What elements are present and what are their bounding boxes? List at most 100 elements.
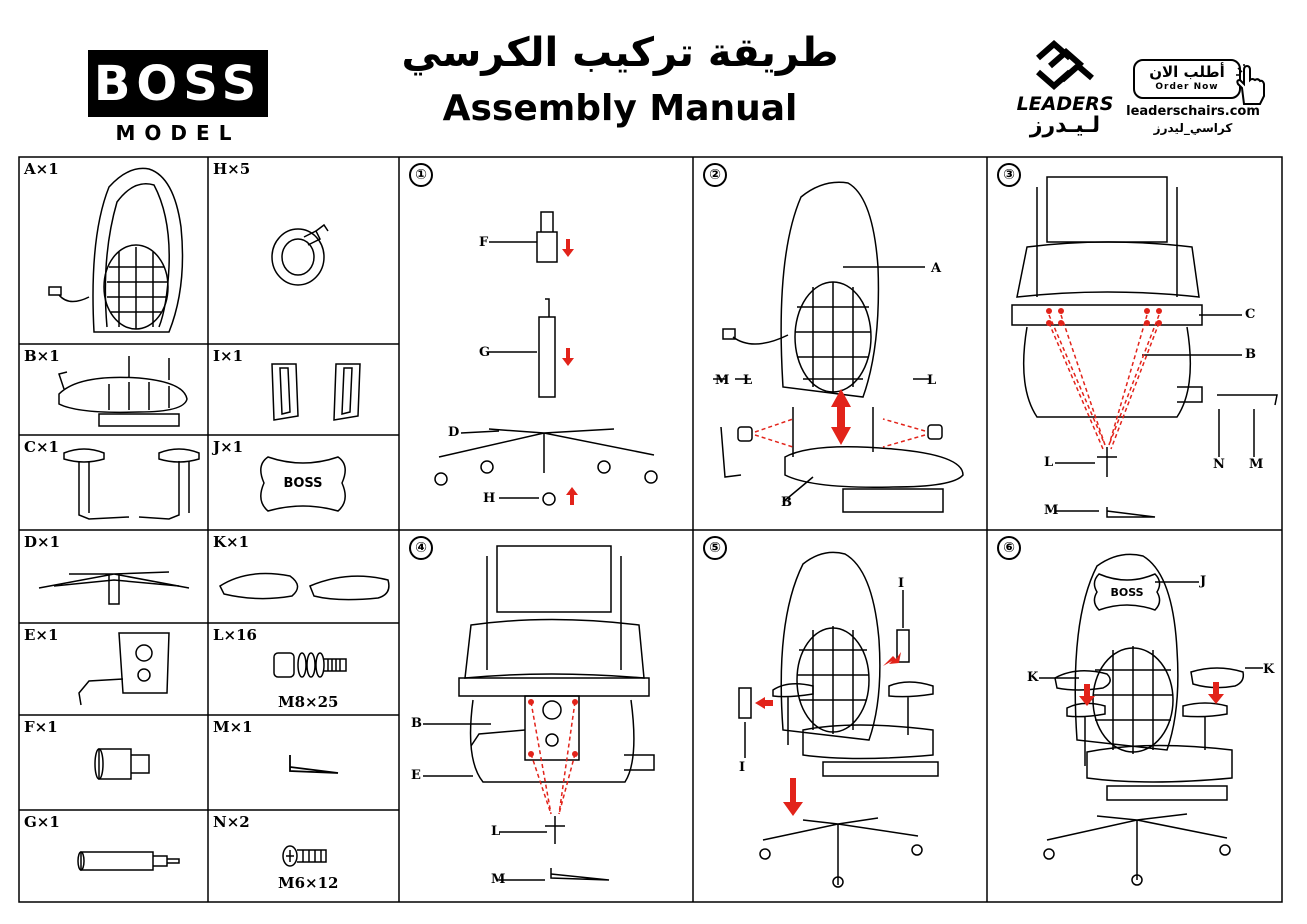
armrest-cover-icon [271, 363, 361, 421]
step-3-callout-m1: M [1249, 457, 1264, 472]
part-a-cell: A×1 [19, 157, 208, 344]
screw-n-size: M6×12 [278, 874, 339, 892]
part-g-cell: G×1 [19, 810, 208, 902]
step-4-illustration [423, 545, 655, 881]
cylinder-cover-icon [94, 748, 150, 780]
website-link[interactable]: leaderschairs.com [1126, 104, 1260, 119]
part-h-cell: H×5 [208, 157, 399, 344]
step-3-callout-n: N [1213, 457, 1225, 472]
caster-wheel-icon [271, 223, 329, 286]
step-1-callout-h: H [483, 491, 496, 506]
step-4-callout-m: M [491, 872, 506, 887]
brand-model: MODEL [115, 121, 241, 145]
part-j-label: J×1 [213, 438, 244, 456]
step-1-panel: ① F G D H [399, 157, 693, 530]
armrest-icon [63, 448, 200, 520]
step-5-panel: ⑤ I I [693, 530, 987, 902]
company-name-arabic: لـيـدرز [1029, 113, 1101, 138]
part-n-cell: N×2 M6×12 [208, 810, 399, 902]
chair-base-icon [38, 571, 190, 605]
part-k-label: K×1 [213, 533, 250, 551]
part-c-cell: C×1 [19, 435, 208, 530]
company-name: LEADERS [1016, 93, 1114, 115]
part-k-cell: K×1 [208, 530, 399, 623]
step-3-panel: ③ C B L N M M [987, 157, 1282, 530]
part-l-cell: L×16 M8×25 [208, 623, 399, 715]
step-4-callout-b: B [411, 716, 422, 731]
step-6-illustration: BOSS [1039, 553, 1263, 886]
part-h-label: H×5 [213, 160, 251, 178]
step-5-callout-i1: I [898, 576, 905, 591]
step-1-callout-f: F [479, 235, 489, 250]
part-j-cell: J×1 BOSS [208, 435, 399, 530]
step-5-number: ⑤ [703, 536, 727, 560]
step-2-panel: ② A M L L B [693, 157, 987, 530]
gas-lift-icon [77, 851, 180, 871]
step-1-callout-g: G [479, 345, 491, 360]
step-1-illustration [434, 211, 658, 506]
pointer-hand-icon [1236, 64, 1265, 105]
part-d-label: D×1 [24, 533, 61, 551]
step-1-number: ① [409, 163, 433, 187]
part-e-cell: E×1 [19, 623, 208, 715]
step-2-number: ② [703, 163, 727, 187]
part-f-label: F×1 [24, 718, 58, 736]
step-5-callout-i2: I [739, 760, 746, 775]
part-i-cell: I×1 [208, 344, 399, 435]
part-n-label: N×2 [213, 813, 250, 831]
step-3-illustration [1011, 176, 1278, 518]
part-m-cell: M×1 [208, 715, 399, 810]
leaders-logo-icon [1036, 40, 1094, 90]
part-g-label: G×1 [24, 813, 60, 831]
website-link-arabic[interactable]: كراسي_ليدرز [1153, 121, 1233, 135]
step-6-callout-j: J [1200, 574, 1207, 589]
bolt-l-size: M8×25 [278, 693, 339, 711]
part-c-label: C×1 [24, 438, 59, 456]
part-b-cell: B×1 [19, 344, 208, 435]
screw-n-icon [282, 845, 327, 867]
step-6-callout-k1: K [1027, 670, 1039, 685]
step-2-callout-m: M [715, 373, 730, 388]
step-3-callout-m2: M [1044, 503, 1059, 518]
allen-key-icon [289, 755, 339, 774]
order-now-label-arabic: أطلب الان [1149, 63, 1225, 81]
step-2-callout-b: B [781, 495, 792, 510]
step-1-callout-d: D [448, 425, 460, 440]
step-2-illustration [713, 181, 964, 513]
step-3-callout-l: L [1044, 455, 1054, 470]
pillow-print: BOSS [283, 476, 322, 491]
step-5-illustration [738, 551, 939, 888]
armrest-pad-icon [219, 572, 390, 601]
brand-logo: BOSS [88, 50, 268, 117]
tilt-mechanism-icon [78, 632, 170, 706]
part-m-label: M×1 [213, 718, 253, 736]
page-title: Assembly Manual [442, 88, 798, 129]
part-l-label: L×16 [213, 626, 257, 644]
step-3-number: ③ [997, 163, 1021, 187]
step-6-callout-k2: K [1263, 662, 1275, 677]
step-2-callout-a: A [931, 261, 942, 276]
step-3-callout-b: B [1245, 347, 1256, 362]
bolt-l-icon [273, 652, 347, 678]
part-f-cell: F×1 [19, 715, 208, 810]
seat-icon [58, 356, 188, 427]
step-6-panel: ⑥ BOSS J K K [987, 530, 1282, 902]
chair-backrest-icon [48, 167, 184, 333]
step-6-pillow-print: BOSS [1110, 586, 1143, 599]
head-pillow-icon: BOSS [260, 456, 346, 512]
step-3-callout-c: C [1245, 307, 1256, 322]
step-4-number: ④ [409, 536, 433, 560]
step-4-callout-e: E [411, 768, 421, 783]
part-i-label: I×1 [213, 347, 244, 365]
page-title-arabic: طريقة تركيب الكرسي [401, 30, 839, 76]
part-e-label: E×1 [24, 626, 59, 644]
step-4-callout-l: L [491, 824, 501, 839]
part-a-label: A×1 [24, 160, 59, 178]
order-now-label: Order Now [1155, 82, 1219, 92]
part-b-label: B×1 [24, 347, 60, 365]
part-d-cell: D×1 [19, 530, 208, 623]
step-6-number: ⑥ [997, 536, 1021, 560]
step-2-callout-l2: L [927, 373, 937, 388]
step-4-panel: ④ B E L M [399, 530, 693, 902]
